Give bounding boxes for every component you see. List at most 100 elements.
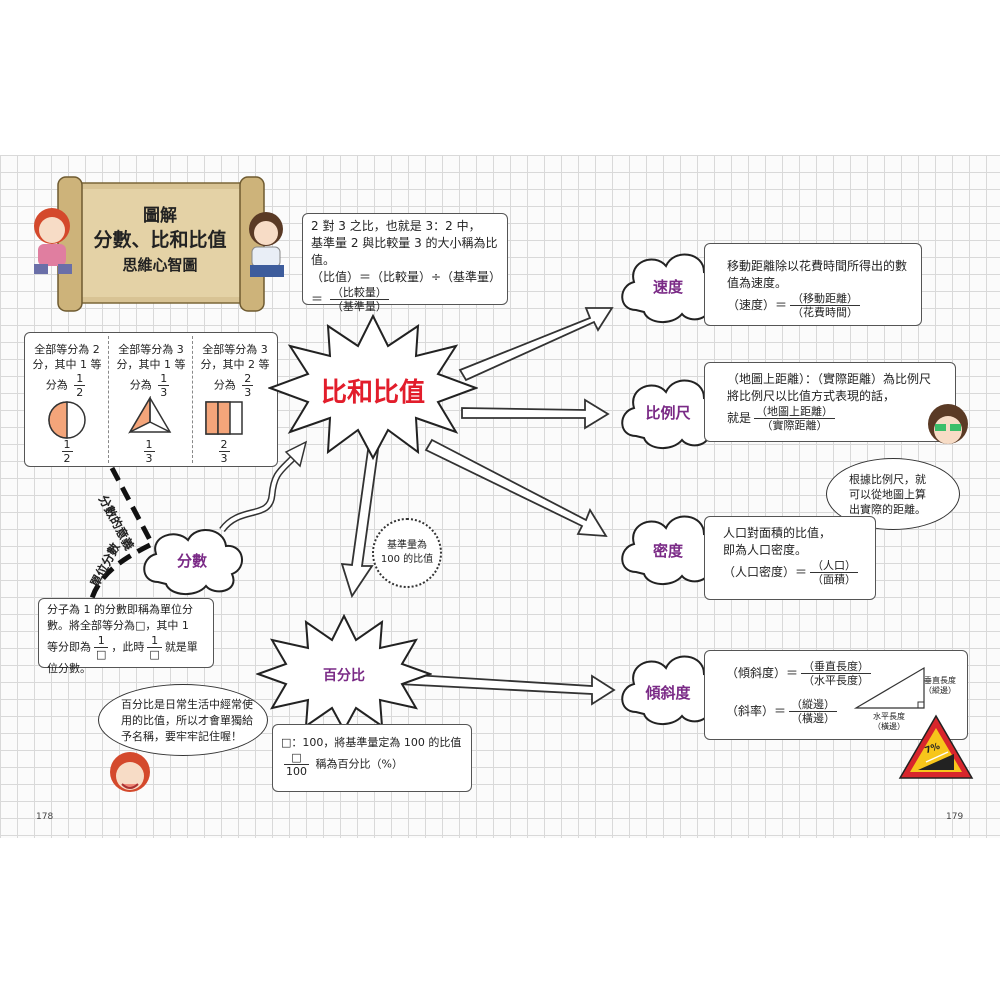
unit-fraction-a: 1□	[94, 634, 109, 661]
density-formula: （人口密度）＝（人口）（面積）	[723, 559, 875, 586]
page-number-right: 179	[946, 812, 964, 822]
density-line2: 即為人口密度。	[723, 543, 808, 557]
percent-node-label: 百分比	[323, 668, 365, 684]
slope-num1: （垂直長度）	[801, 660, 872, 674]
slope-formula-2: （斜率）＝（縱邊）（橫邊）	[726, 698, 840, 725]
title-line2: 分數、比和比值	[93, 229, 227, 251]
percent-box: □：100，將基準量定為 100 的比值 □100 稱為百分比（%）	[272, 724, 472, 792]
slope-cloud	[621, 655, 719, 725]
slope-lhs1: （傾斜度）＝	[726, 666, 799, 680]
panel-prefix: 分為	[45, 378, 68, 392]
percent-fraction: □100	[284, 751, 309, 778]
unit-line2: 數。將全部等分為□，其中 1	[47, 619, 189, 632]
percent-num: □	[284, 751, 309, 765]
unit-line4: 位分數。	[47, 662, 91, 675]
caption-num: 1	[143, 438, 155, 452]
triangle-horizontal-label: 水平長度 （橫邊）	[864, 712, 914, 732]
bubble-line1: 基準量為	[387, 540, 427, 551]
speech-line3: 予名稱，要牢牢記住喔！	[121, 730, 242, 743]
panel-line2: 分，其中 2 等	[200, 358, 270, 371]
density-line1: 人口對面積的比值，	[723, 526, 832, 540]
bar-two-thirds-icon	[205, 401, 243, 435]
intro-frac-num: （比較量）	[329, 286, 389, 300]
fraction-cloud	[143, 528, 243, 595]
scale-speech-line1: 根據比例尺，就	[849, 473, 926, 486]
caption-num: 1	[61, 438, 73, 452]
slope-fraction-2: （縱邊）（橫邊）	[789, 698, 838, 725]
scale-speech-line3: 出實際的距離。	[849, 503, 926, 516]
tri-vert-2: （縱邊）	[924, 686, 956, 695]
slope-den1: （水平長度）	[803, 674, 870, 687]
panel-den: 3	[160, 386, 168, 399]
dashed-link-unit	[89, 542, 152, 599]
character-boy-icon	[249, 212, 284, 277]
intro-line3: （比值）＝（比較量）÷（基準量）	[311, 270, 502, 284]
panel-divider	[108, 336, 110, 463]
speed-fraction: （移動距離）（花費時間）	[790, 292, 861, 319]
speed-line2: 值為速度。	[727, 276, 788, 290]
panel-line2: 分，其中 1 等	[32, 358, 102, 371]
scale-lhs: 就是	[727, 411, 752, 425]
arrow-to-density	[424, 438, 608, 538]
speed-cloud	[621, 253, 719, 323]
caption-num: 2	[218, 438, 230, 452]
tri-horiz-1: 水平長度	[873, 712, 905, 721]
triangle-vertical-label: 垂直長度 （縱邊）	[924, 676, 956, 696]
scale-cloud	[621, 379, 719, 449]
unit-prefix: 等分即為	[47, 640, 91, 654]
scale-num: （地圖上距離）	[754, 405, 836, 419]
character-boy-glasses-icon	[928, 404, 968, 444]
panel-den: 3	[244, 386, 252, 399]
speed-line1: 移動距離除以花費時間所得出的數	[727, 259, 908, 273]
dashed-link-meaning	[109, 466, 153, 542]
center-starburst	[268, 313, 478, 461]
density-num: （人口）	[810, 559, 859, 573]
unit-suffix: 就是單	[164, 640, 198, 654]
slope-den2: （橫邊）	[791, 712, 836, 725]
character-girl-small-icon	[110, 752, 150, 792]
density-lhs: （人口密度）＝	[723, 565, 808, 579]
unit-den: □	[149, 648, 160, 661]
arrow-to-slope	[397, 673, 616, 706]
intro-formula: ＝ （比較量） （基準量）	[311, 286, 499, 313]
slope-lhs2: （斜率）＝	[726, 704, 787, 718]
panel-line1: 全部等分為 3	[202, 343, 268, 356]
caption-den: 2	[63, 452, 71, 465]
scale-formula: 就是（地圖上距離）（實際距離）	[727, 405, 955, 432]
scale-box: （地圖上距離）：（實際距離）為比例尺 將比例尺以比值方式表現的話， 就是（地圖上…	[704, 362, 956, 442]
scale-speech-line2: 可以從地圖上算	[849, 488, 926, 501]
pyramid-third-icon	[128, 396, 172, 434]
intro-line2: 基準量 2 與比較量 3 的大小稱為比值。	[311, 236, 498, 267]
unit-num: 1	[147, 634, 162, 648]
panel-num: 1	[158, 372, 170, 386]
character-girl-icon	[34, 208, 72, 274]
intro-eq: ＝	[311, 292, 324, 306]
density-node-label: 密度	[652, 542, 683, 560]
speed-formula: （速度）＝（移動距離）（花費時間）	[727, 292, 921, 319]
speed-box: 移動距離除以花費時間所得出的數 值為速度。 （速度）＝（移動距離）（花費時間）	[704, 243, 922, 326]
title-line1: 圖解	[143, 206, 177, 226]
scale-node-label: 比例尺	[645, 404, 691, 422]
slope-fraction-1: （垂直長度）（水平長度）	[801, 660, 872, 687]
panel-line1: 全部等分為 3	[118, 343, 184, 356]
fraction-node-label: 分數	[176, 552, 207, 570]
unit-mid: ，此時	[111, 640, 145, 654]
density-box: 人口對面積的比值， 即為人口密度。 （人口密度）＝（人口）（面積）	[704, 516, 876, 600]
scale-fraction: （地圖上距離）（實際距離）	[754, 405, 836, 432]
speed-node-label: 速度	[652, 278, 683, 296]
unit-den: □	[96, 648, 107, 661]
scale-den: （實際距離）	[761, 419, 828, 432]
percent-den: 100	[286, 765, 307, 778]
slope-road-sign-icon	[898, 714, 974, 779]
arrow-to-speed	[458, 307, 614, 382]
bubble-line2: 100 的比值	[380, 554, 434, 565]
title-line3: 思維心智圖	[122, 256, 198, 274]
